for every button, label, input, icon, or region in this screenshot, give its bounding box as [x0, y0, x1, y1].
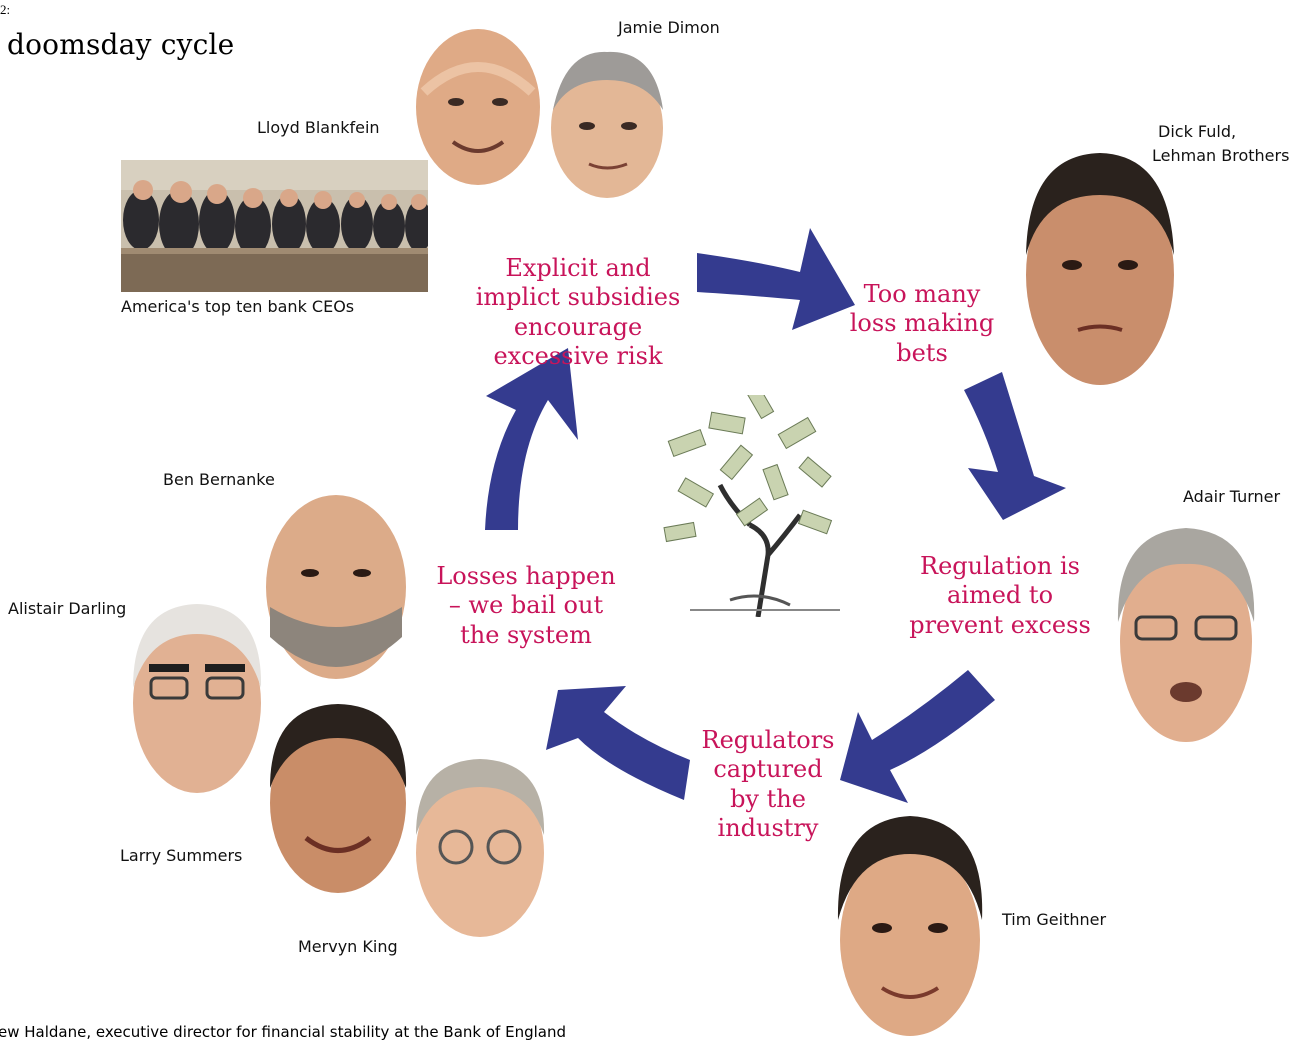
caption-larry-summers: Larry Summers	[120, 846, 243, 865]
ceos-photo-caption: America's top ten bank CEOs	[121, 297, 355, 316]
caption-mervyn-king: Mervyn King	[298, 937, 398, 956]
stage-line: implict subsidies	[475, 283, 681, 312]
caption-ben-bernanke: Ben Bernanke	[163, 470, 275, 489]
stage-line: Explicit and	[505, 254, 651, 282]
caption-alistair-darling: Alistair Darling	[8, 599, 127, 618]
stage-bailout: Losses happen – we bail out the system	[422, 562, 630, 650]
caption-adair-turner: Adair Turner	[1183, 487, 1281, 506]
lloyd-blankfein-photo	[416, 29, 540, 185]
adair-turner-photo	[1117, 528, 1255, 742]
stage-captured: Regulators captured by the industry	[690, 726, 846, 843]
alistair-darling-photo	[133, 604, 262, 793]
caption-tim-geithner: Tim Geithner	[1002, 910, 1107, 929]
stage-line: Regulators	[701, 726, 835, 754]
stage-regulation: Regulation is aimed to prevent excess	[900, 552, 1100, 640]
stage-line: encourage	[513, 312, 643, 341]
caption-dick-fuld: Dick Fuld,	[1158, 122, 1237, 141]
stage-line: prevent excess	[909, 610, 1091, 639]
arrow-bailout-to-subsidies	[485, 348, 578, 530]
mervyn-king-photo	[416, 759, 545, 937]
larry-summers-photo	[270, 704, 407, 893]
caption-jamie-dimon: Jamie Dimon	[618, 18, 720, 37]
figure-number: 2:	[0, 2, 11, 17]
stage-line: Too many	[863, 280, 981, 308]
stage-line: bets	[896, 338, 948, 367]
money-tree-icon	[663, 395, 840, 617]
dick-fuld-photo	[1026, 153, 1174, 385]
stage-line: Regulation is	[920, 552, 1080, 580]
arrow-bets-to-regulation	[964, 372, 1066, 520]
stage-line: Losses happen	[436, 562, 616, 590]
source-note: ew Haldane, executive director for finan…	[0, 1023, 566, 1041]
stage-line: aimed to	[946, 581, 1054, 610]
stage-bets: Too many loss making bets	[842, 280, 1002, 368]
stage-line: the system	[460, 620, 592, 649]
stage-line: excessive risk	[493, 341, 663, 370]
stage-subsidies: Explicit and implict subsidies encourage…	[474, 254, 682, 371]
board-meeting-photo	[121, 160, 428, 292]
stage-line: loss making	[849, 309, 995, 338]
arrow-subsidies-to-bets	[697, 228, 855, 330]
stage-line: – we bail out	[448, 591, 604, 620]
caption-lehman-brothers: Lehman Brothers	[1152, 146, 1290, 165]
stage-line: by the	[730, 784, 806, 813]
stage-line: industry	[717, 813, 819, 842]
tim-geithner-photo	[837, 816, 983, 1036]
jamie-dimon-photo	[551, 51, 663, 198]
ben-bernanke-photo	[266, 495, 406, 679]
stage-line: captured	[713, 755, 823, 784]
arrow-captured-to-bailout	[546, 686, 690, 800]
caption-lloyd-blankfein: Lloyd Blankfein	[257, 118, 380, 137]
arrow-regulation-to-captured	[840, 670, 995, 803]
figure-title: doomsday cycle	[7, 28, 235, 61]
